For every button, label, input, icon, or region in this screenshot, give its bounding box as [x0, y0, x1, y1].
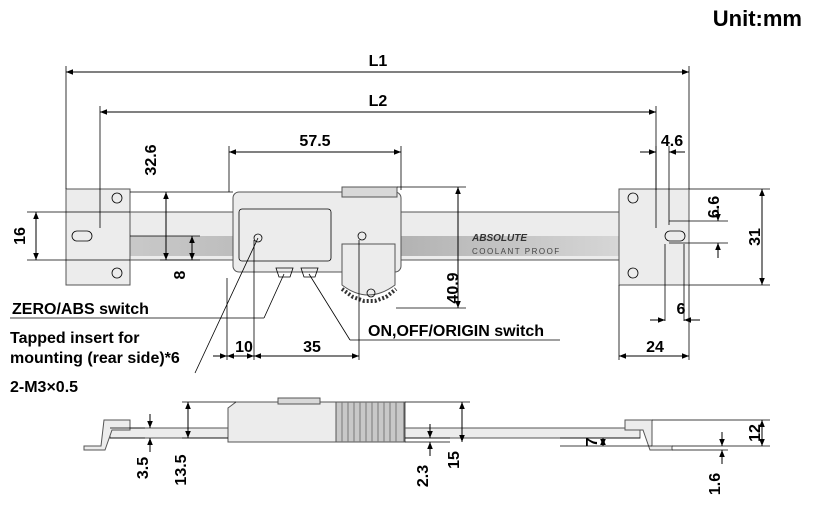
- leader-lines: [10, 237, 560, 374]
- side-head-cap: [277, 397, 321, 405]
- dim-3-5: 3.5: [135, 457, 152, 479]
- label-m3-thread: 2-M3×0.5: [10, 379, 78, 396]
- right-bracket: [618, 188, 690, 286]
- dim-l2: L2: [369, 93, 388, 110]
- left-slot: [71, 230, 93, 242]
- right-bottom-hole: [627, 267, 639, 279]
- side-left-bracket: [83, 419, 131, 451]
- dim-24: 24: [646, 339, 664, 356]
- extension-lines-side: [110, 401, 770, 451]
- dimension-lines-top: [33, 69, 765, 359]
- top-view: ABSOLUTE COOLANT PROOF: [65, 186, 690, 303]
- scale-subtext: COOLANT PROOF: [472, 247, 561, 256]
- extension-lines-top: [27, 66, 770, 360]
- side-knob-knurl: [335, 401, 405, 443]
- dim-6: 6: [677, 301, 686, 318]
- label-zero-abs-switch: ZERO/ABS switch: [12, 301, 149, 318]
- dim-13-5: 13.5: [173, 454, 190, 485]
- dim-31: 31: [747, 228, 764, 246]
- side-knurl-lines: [341, 402, 397, 442]
- right-top-hole: [627, 192, 639, 204]
- dim-40-9: 40.9: [445, 272, 462, 303]
- left-bracket: [65, 188, 131, 286]
- dim-l1: L1: [369, 53, 388, 70]
- side-view: [83, 397, 673, 451]
- right-slot: [664, 230, 686, 242]
- head-screw-left: [253, 233, 263, 243]
- dim-2-3: 2.3: [415, 465, 432, 487]
- lcd-window: [238, 208, 332, 262]
- label-tapped-insert-line2: mounting (rear side)*6: [10, 350, 180, 367]
- dim-12: 12: [747, 424, 764, 442]
- origin-knob-housing: [341, 243, 396, 296]
- dim-7: 7: [584, 437, 601, 446]
- head-screw-right: [357, 231, 367, 241]
- dim-16: 16: [12, 227, 29, 245]
- dim-8: 8: [172, 270, 189, 279]
- head-top-cap: [341, 186, 398, 198]
- dim-6-6: 6.6: [706, 196, 723, 218]
- unit-label: Unit:mm: [713, 6, 802, 31]
- dim-15: 15: [446, 451, 463, 469]
- dim-32-6: 32.6: [143, 144, 160, 175]
- on-off-origin-switch: [300, 267, 319, 278]
- dim-1-6: 1.6: [707, 473, 724, 495]
- dimension-lines-side: [147, 402, 765, 464]
- label-tapped-insert-line1: Tapped insert for: [10, 330, 140, 347]
- dim-4-6: 4.6: [661, 133, 683, 150]
- label-on-off-origin-switch: ON,OFF/ORIGIN switch: [368, 323, 544, 340]
- zero-abs-switch: [275, 267, 294, 278]
- dim-57-5: 57.5: [299, 133, 330, 150]
- dim-10: 10: [235, 339, 253, 356]
- left-top-hole: [111, 192, 123, 204]
- dim-35: 35: [303, 339, 321, 356]
- left-bottom-hole: [111, 267, 123, 279]
- scale-brand-text: ABSOLUTE: [471, 233, 527, 244]
- origin-knob-screw: [366, 288, 376, 298]
